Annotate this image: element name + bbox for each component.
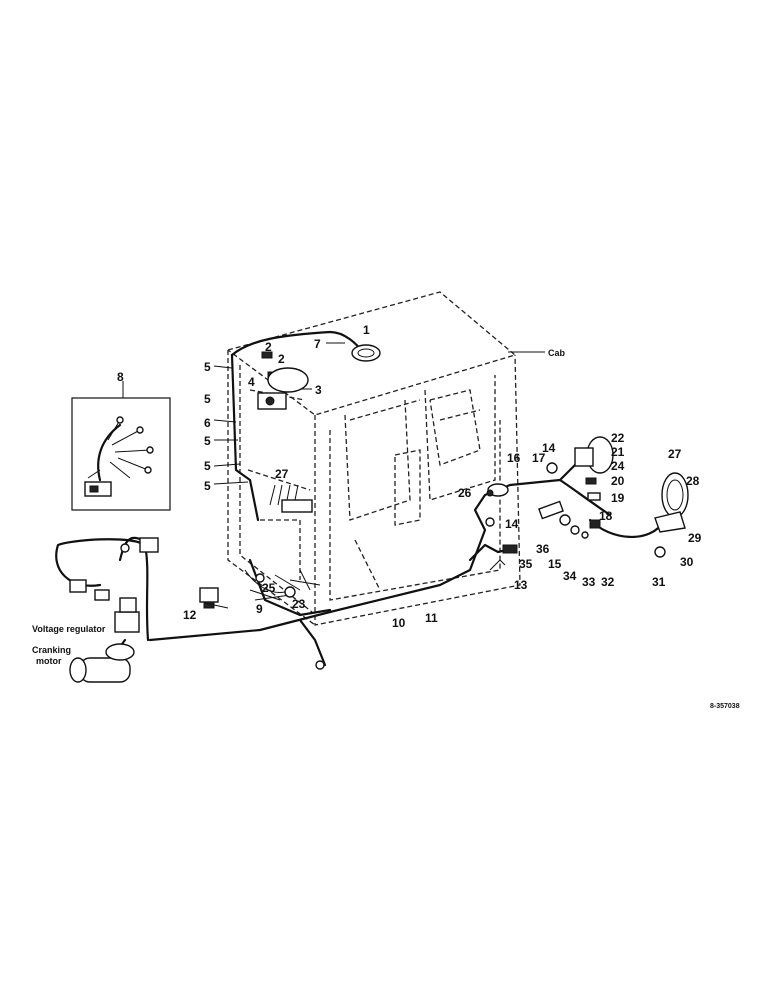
callout: 17 [532, 451, 546, 465]
callout: 5 [204, 392, 211, 406]
callout: 13 [514, 578, 528, 592]
voltage-regulator-label: Voltage regulator [32, 624, 106, 634]
callout: 1 [363, 323, 370, 337]
callout: 5 [204, 459, 211, 473]
panel-component-3-4 [257, 367, 309, 410]
callout: 15 [548, 557, 562, 571]
callout: 8 [117, 370, 124, 384]
callout: 19 [611, 491, 625, 505]
cab-label: Cab [548, 348, 566, 358]
floodlight-27 [654, 472, 689, 533]
callout: 2 [265, 340, 272, 354]
callout: 28 [686, 474, 700, 488]
connector-16-26 [485, 483, 509, 527]
dome-light-1 [351, 344, 381, 362]
callout: 27 [275, 467, 289, 481]
callout: 34 [563, 569, 577, 583]
connector-130-540 [69, 537, 159, 601]
fuse-block-27 [269, 484, 313, 513]
callout: 5 [204, 434, 211, 448]
callout: 12 [183, 608, 197, 622]
switch-13 [502, 544, 518, 554]
callout: 25 [262, 581, 276, 595]
connector-grommet-23 [315, 660, 325, 670]
light-assembly-22 [574, 436, 614, 485]
cranking-motor-part [69, 643, 135, 683]
relay-12 [199, 587, 219, 609]
callout: 16 [507, 451, 521, 465]
connector-cluster-9-25 [244, 569, 321, 601]
harness-inset-8 [71, 397, 171, 511]
switch-assembly-35-36 [538, 500, 589, 539]
callout: 11 [425, 611, 438, 625]
callout: 4 [248, 375, 255, 389]
callout: 9 [256, 602, 263, 616]
callout: 7 [314, 337, 321, 351]
callout: 6 [204, 416, 211, 430]
cranking-motor-label-line2: motor [36, 656, 62, 666]
callout: 20 [611, 474, 625, 488]
callout: 14 [542, 441, 556, 455]
callout: 10 [392, 616, 406, 630]
callout: 31 [652, 575, 666, 589]
callout: 36 [536, 542, 550, 556]
callout: 5 [204, 479, 211, 493]
callout: 21 [611, 445, 625, 459]
figure-code: 8-357038 [710, 703, 740, 710]
callout: 24 [611, 459, 625, 473]
cranking-motor-label-line1: Cranking [32, 645, 71, 655]
callout: 22 [611, 431, 625, 445]
callout: 3 [315, 383, 322, 397]
callout: 30 [680, 555, 694, 569]
connector-18-19 [587, 492, 601, 529]
callout: 2 [278, 352, 285, 366]
leader-lines [122, 342, 345, 609]
callout: 29 [688, 531, 702, 545]
grommet-31 [654, 546, 666, 558]
callout: 23 [292, 597, 306, 611]
callout: 5 [204, 360, 211, 374]
grommet-14 [546, 462, 558, 474]
callout: 35 [519, 557, 533, 571]
callout: 26 [458, 486, 472, 500]
callout: 27 [668, 447, 682, 461]
callout: 14 [505, 517, 519, 531]
callouts: 1 2 2 3 4 5 5 5 5 5 6 7 8 9 10 11 12 13 … [117, 323, 702, 630]
callout: 33 [582, 575, 596, 589]
voltage-regulator-part [114, 597, 140, 633]
callout: 32 [601, 575, 615, 589]
callout: 18 [599, 509, 613, 523]
